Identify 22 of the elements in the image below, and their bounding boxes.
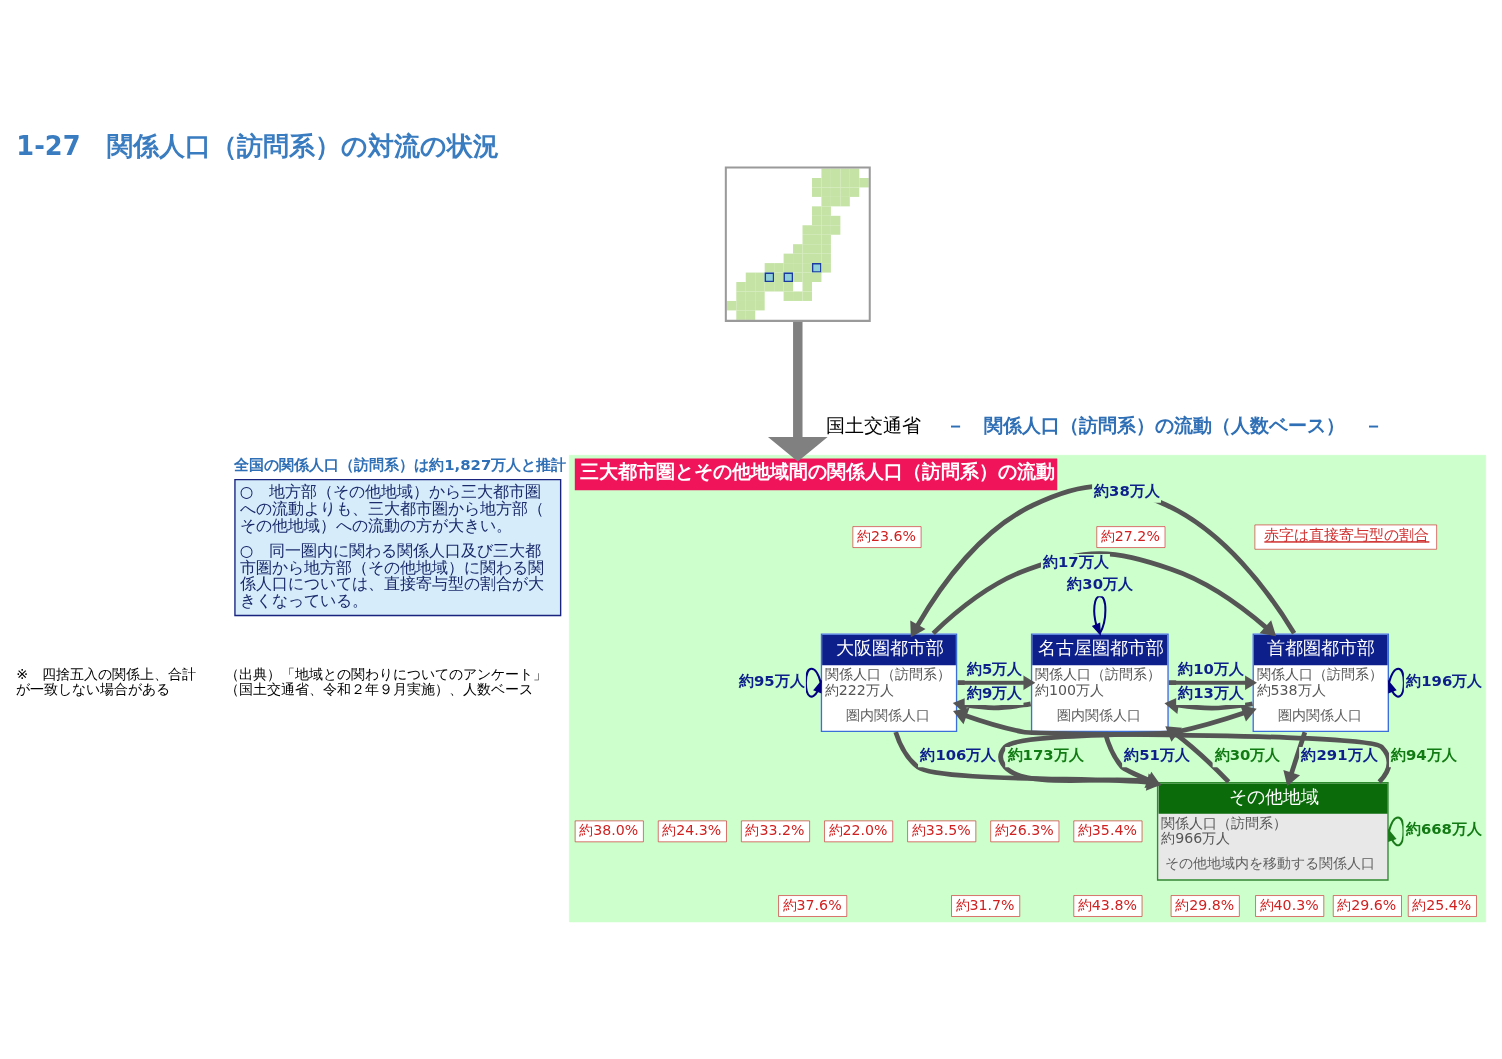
edge-label: 約38万人 <box>1094 481 1160 500</box>
edge-label: 約5万人 <box>967 659 1023 678</box>
diagram-title: 1-27 関係人口（訪問系）の対流の状況 <box>16 130 499 161</box>
edge-label: 約291万人 <box>1301 745 1378 764</box>
edge-label: 約106万人 <box>920 745 997 764</box>
edge-label: 約51万人 <box>1124 745 1190 764</box>
edge-label: 約30万人 <box>1214 745 1281 764</box>
edge-label: 約668万人 <box>1405 819 1482 838</box>
edge-label: 約94万人 <box>1391 745 1457 764</box>
edge-label: 約10万人 <box>1178 659 1244 678</box>
label: － 関係人口（訪問系）の流動（人数ベース） － <box>946 413 1384 436</box>
edge-label: 約173万人 <box>1007 745 1084 764</box>
edge-label: 約30万人 <box>1067 574 1134 593</box>
node-label: 全国の関係人口（訪問系）は約1,827万人と推計 <box>234 455 567 474</box>
edge-label: 約9万人 <box>967 683 1023 702</box>
edge-label: 約95万人 <box>739 671 805 690</box>
label: 国土交通省 <box>826 413 922 436</box>
label: ※ 四捨五入の関係上、合計が一致しない場合がある <box>16 665 197 697</box>
label: （出典）「地域との関わりについてのアンケート」（国土交通省、令和２年９月実施）、人数ベース <box>225 665 548 697</box>
edge-label: 約17万人 <box>1043 552 1109 571</box>
edge-label: 約13万人 <box>1178 683 1244 702</box>
edge-label: 約196万人 <box>1406 671 1483 690</box>
